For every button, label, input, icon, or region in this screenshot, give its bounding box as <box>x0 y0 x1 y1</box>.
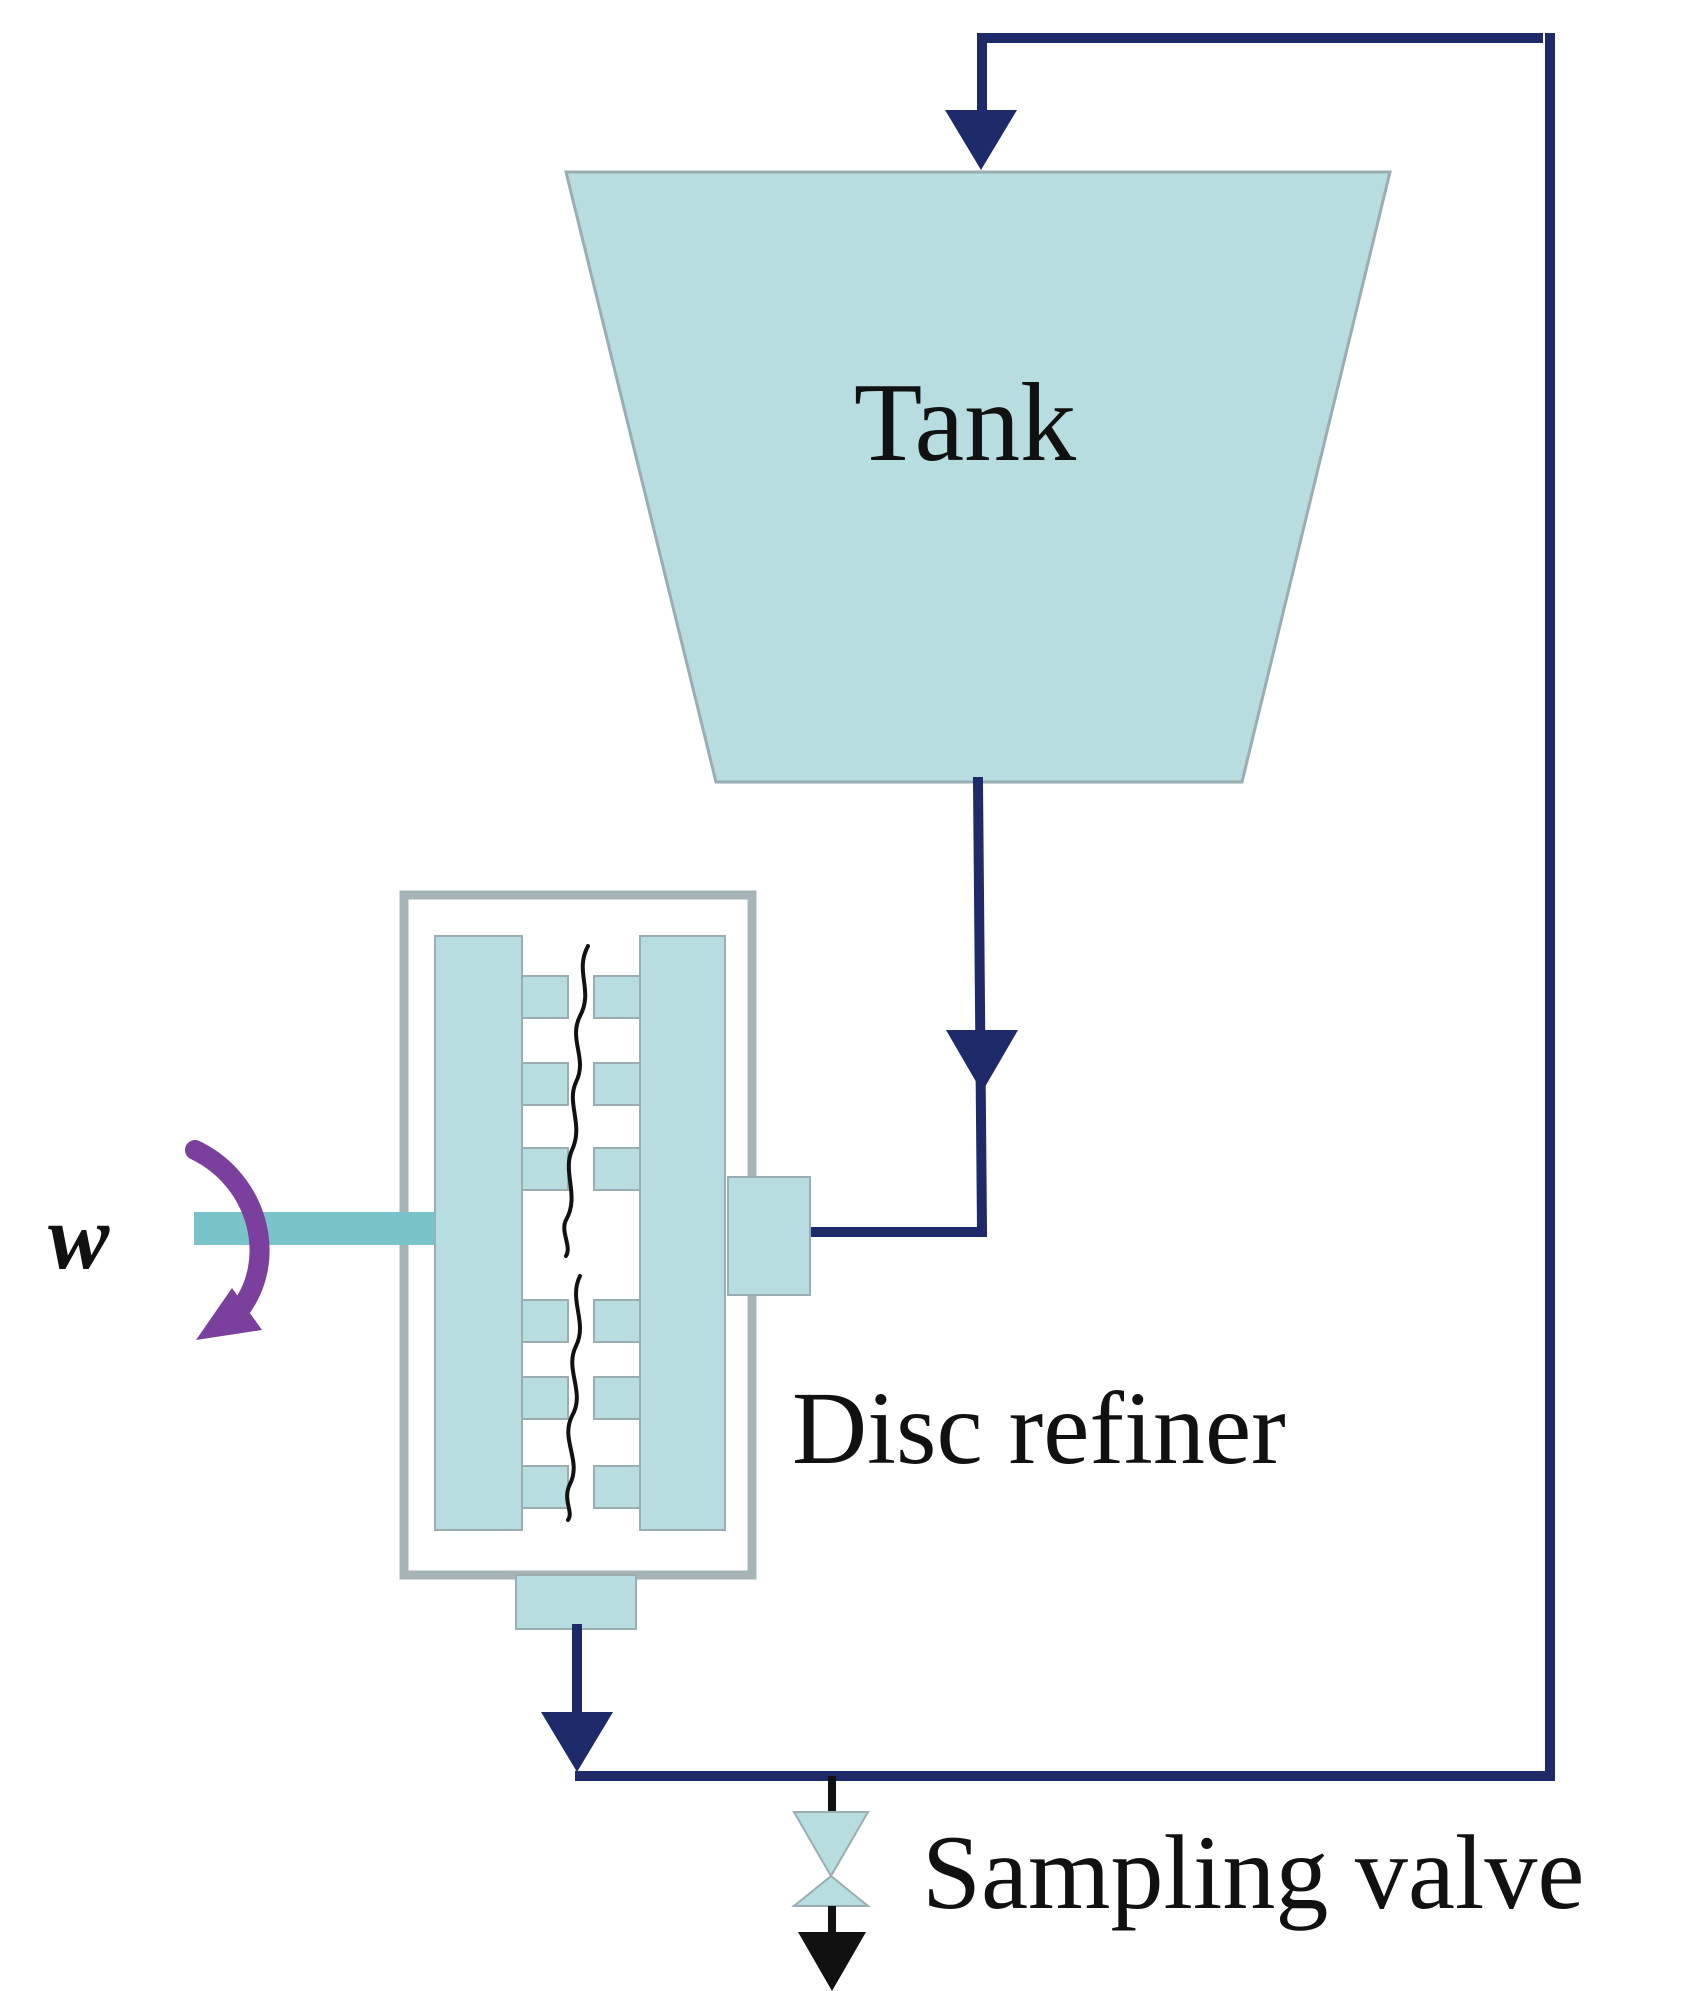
refiner-outlet-nozzle <box>515 1574 637 1630</box>
tank <box>564 170 1392 784</box>
sampling-valve-label: Sampling valve <box>922 1814 1584 1931</box>
tank-label: Tank <box>854 361 1076 485</box>
tank-inlet-arrow <box>945 110 1017 170</box>
rotation-arrow-icon <box>185 1140 270 1340</box>
stator-disc <box>639 935 726 1531</box>
feed-pipe <box>807 776 988 1237</box>
fibers <box>562 944 590 1522</box>
rotation-speed-label: w <box>48 1186 110 1288</box>
return-arrow <box>541 1712 613 1772</box>
disc-refiner <box>399 890 811 1630</box>
refiner-inlet-nozzle <box>727 1176 811 1296</box>
refiner-label: Disc refiner <box>792 1371 1286 1486</box>
feed-arrow <box>946 1030 1018 1092</box>
return-pipe <box>572 1624 1555 1781</box>
sampling-valve-icon <box>791 1811 871 1907</box>
sampling-outlet-arrow <box>798 1932 866 1991</box>
drive-shaft <box>194 1212 435 1245</box>
rotor-disc <box>434 935 523 1531</box>
refiner-bars <box>521 975 641 1509</box>
